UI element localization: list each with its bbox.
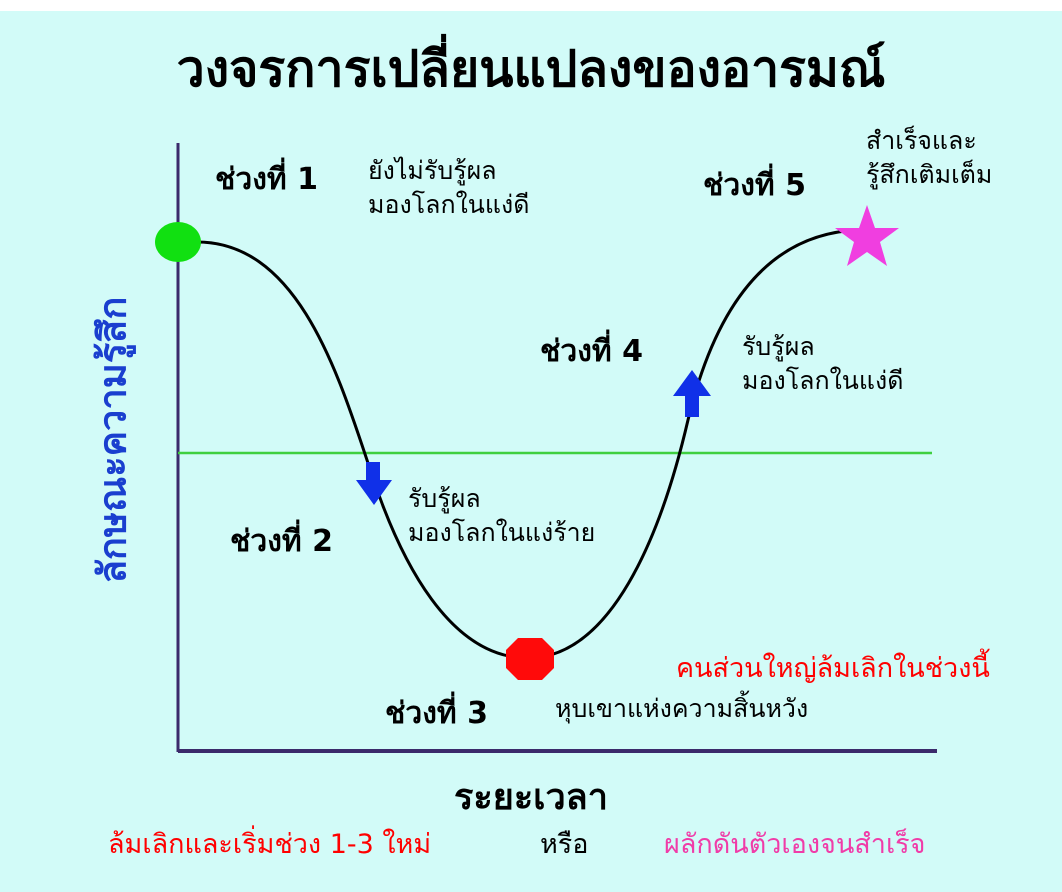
phase-2-label: ช่วงที่ 2 [230, 524, 333, 559]
phase-3-desc: หุบเขาแห่งความสิ้นหวัง [555, 692, 808, 726]
footer-option-persist: ผลักดันตัวเองจนสำเร็จ [664, 829, 926, 860]
phase-1-label: ช่วงที่ 1 [215, 162, 318, 197]
phase-1-line-2: มองโลกในแง่ดี [368, 190, 530, 219]
phase-5-line-1: สำเร็จและ [866, 126, 977, 155]
phase-5-desc: สำเร็จและ รู้สึกเติมเต็ม [866, 124, 992, 192]
footer-or: หรือ [540, 829, 589, 860]
phase-2-line-1: รับรู้ผล [408, 484, 481, 513]
phase-4-label: ช่วงที่ 4 [540, 334, 643, 369]
up-arrow-icon [673, 370, 711, 417]
x-axis-label: ระยะเวลา [454, 777, 608, 818]
phase-3-line-1: หุบเขาแห่งความสิ้นหวัง [555, 694, 809, 723]
goal-star-icon [835, 205, 899, 266]
low-point-stop-icon [506, 638, 554, 680]
phase-5-line-2: รู้สึกเติมเต็ม [866, 160, 993, 189]
dropout-note: คนส่วนใหญ่ล้มเลิกในช่วงนี้ [676, 653, 990, 684]
phase-5-label: ช่วงที่ 5 [703, 168, 806, 203]
phase-1-desc: ยังไม่รับรู้ผล มองโลกในแง่ดี [368, 154, 529, 222]
phase-4-desc: รับรู้ผล มองโลกในแง่ดี [742, 330, 903, 398]
start-point-icon [155, 222, 201, 262]
footer-option-restart: ล้มเลิกและเริ่มช่วง 1-3 ใหม่ [108, 829, 432, 860]
y-axis-label: ลักษณะความรู้สึก [90, 296, 135, 584]
page-title: วงจรการเปลี่ยนแปลงของอารมณ์ [176, 40, 886, 98]
emotion-curve [194, 228, 859, 660]
phase-2-line-2: มองโลกในแง่ร้าย [408, 518, 596, 547]
phase-1-line-1: ยังไม่รับรู้ผล [368, 156, 497, 185]
phase-4-line-2: มองโลกในแง่ดี [742, 366, 904, 395]
phase-3-label: ช่วงที่ 3 [385, 696, 488, 731]
phase-4-line-1: รับรู้ผล [742, 332, 815, 361]
down-arrow-icon [356, 462, 392, 505]
phase-2-desc: รับรู้ผล มองโลกในแง่ร้าย [408, 482, 595, 550]
